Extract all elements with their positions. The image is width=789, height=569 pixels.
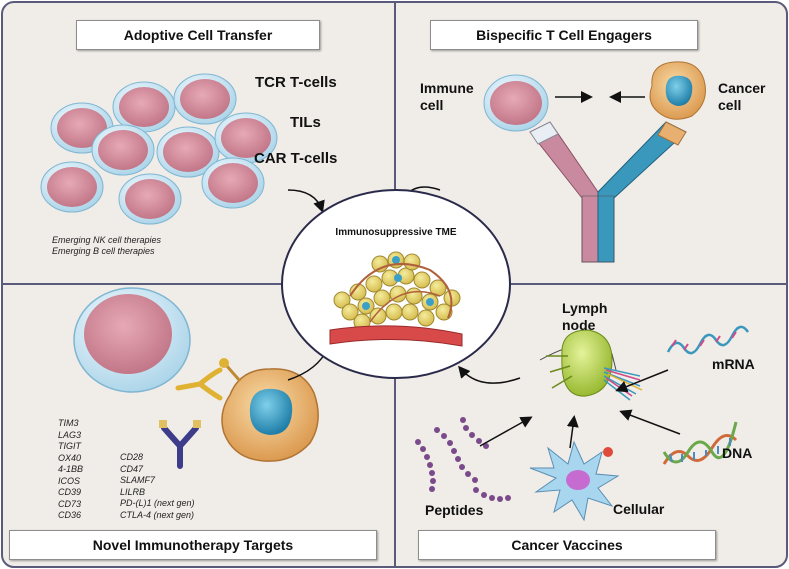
dna-label: DNA xyxy=(722,445,753,461)
emerging-nk-note: Emerging NK cell therapies xyxy=(52,235,162,245)
peptides-icon xyxy=(415,417,511,502)
target-item: ICOS xyxy=(58,475,81,486)
dendritic-cell-icon xyxy=(529,440,620,522)
novel-targets-title: Novel Immunotherapy Targets xyxy=(9,530,377,560)
arrow-dna xyxy=(619,409,681,435)
target-item: CTLA-4 (next gen) xyxy=(120,509,195,520)
immune-cell-icon xyxy=(483,74,549,132)
tumor-cell-icon xyxy=(219,358,319,462)
target-item: TIM3 xyxy=(58,418,79,428)
target-item: CD28 xyxy=(120,452,144,462)
adoptive-cells-illustration xyxy=(40,73,278,225)
arrow-to-center-tl xyxy=(287,189,325,213)
target-item: CD47 xyxy=(120,463,144,474)
adoptive-cell-transfer-title: Adoptive Cell Transfer xyxy=(76,20,320,50)
target-item: TIGIT xyxy=(58,441,81,451)
cancer-cell-label: Cancer cell xyxy=(718,80,766,113)
arrow-peptides xyxy=(479,416,533,447)
center-tme-illustration xyxy=(281,189,511,379)
target-item: CD36 xyxy=(58,510,82,520)
target-item: CD73 xyxy=(58,498,82,509)
immune-cell-label: Immune cell xyxy=(420,80,474,113)
arrow-mrna xyxy=(615,369,669,393)
emerging-b-note: Emerging B cell therapies xyxy=(52,246,155,256)
bispecific-title: Bispecific T Cell Engagers xyxy=(430,20,698,50)
target-item: CD39 xyxy=(58,487,82,497)
arrow-to-center-br xyxy=(458,365,521,384)
antibody-small-icon xyxy=(159,420,201,469)
cancer-cell-icon xyxy=(649,61,706,120)
dna-icon xyxy=(662,421,738,465)
bispecific-antibody-icon xyxy=(529,121,687,263)
target-item: OX40 xyxy=(58,452,82,463)
lymph-node-icon xyxy=(539,329,643,401)
peptides-label: Peptides xyxy=(425,502,484,518)
car-t-cells-label: CAR T-cells xyxy=(254,150,338,167)
mrna-label: mRNA xyxy=(712,356,755,372)
targets-column-2: CD28 CD47 SLAMF7 LILRB PD-(L)1 (next gen… xyxy=(120,452,195,521)
t-cell-icon xyxy=(73,287,191,393)
lymph-node-label: Lymph node xyxy=(562,300,608,333)
cellular-label: Cellular xyxy=(613,501,665,517)
target-item: PD-(L)1 (next gen) xyxy=(120,498,195,508)
cancer-vaccines-title: Cancer Vaccines xyxy=(418,530,716,560)
receptor-icon xyxy=(175,367,223,401)
targets-column-1: TIM3 LAG3 TIGIT OX40 4-1BB ICOS CD39 CD7… xyxy=(58,418,83,522)
arrow-cellular xyxy=(566,415,579,449)
center-tme-label: Immunosuppressive TME xyxy=(335,227,457,238)
target-item: 4-1BB xyxy=(58,464,84,474)
target-item: SLAMF7 xyxy=(120,475,156,485)
target-item: LILRB xyxy=(120,486,146,497)
target-item: LAG3 xyxy=(58,429,82,440)
tils-label: TILs xyxy=(290,114,321,131)
mrna-icon xyxy=(666,325,750,355)
tcr-t-cells-label: TCR T-cells xyxy=(255,74,337,91)
